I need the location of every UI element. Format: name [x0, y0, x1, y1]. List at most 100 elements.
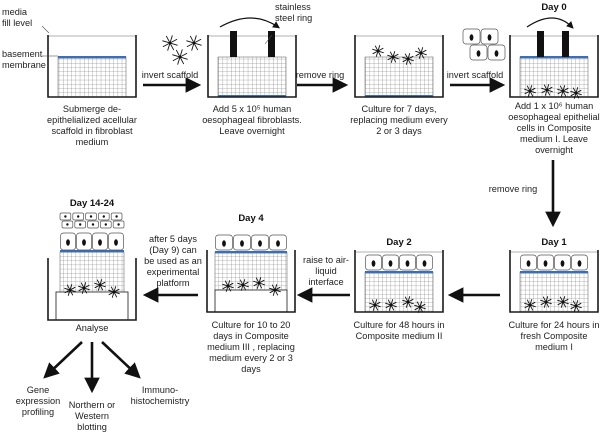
epithelial-cell-icon — [269, 234, 287, 251]
media-fill-level-label-line: fill level — [2, 18, 33, 28]
step-caption-line: medium — [75, 137, 109, 147]
culture-well — [47, 212, 137, 321]
epithelial-cell-icon — [108, 232, 124, 251]
well-walls — [354, 35, 444, 98]
well-walls — [207, 35, 297, 98]
well-walls — [509, 250, 599, 313]
arrow-label: remove ring — [489, 184, 538, 195]
fibroblast-icon — [387, 51, 399, 63]
squamous-cell-icon — [85, 212, 97, 221]
analysis-arrow — [43, 341, 83, 379]
step-caption-line: Leave overnight — [219, 126, 285, 136]
day-label: Day 0 — [541, 2, 567, 13]
fibroblast-icon — [570, 300, 582, 312]
rotate-arrow-icon — [219, 17, 280, 29]
epithelial-cell-icon — [416, 254, 433, 271]
fibroblast-icon — [541, 84, 553, 96]
step-caption-line: Culture for 48 hours in — [353, 320, 445, 330]
step-caption: Analyse — [76, 323, 109, 334]
day-label: Day 2 — [386, 237, 412, 248]
analysis-method-line: histochemistry — [130, 396, 190, 406]
arrow-label-line: platform — [156, 278, 190, 288]
arrow-label: invert scaffold — [447, 70, 504, 81]
support-platform — [214, 289, 288, 313]
arrow-label-line: invert scaffold — [446, 70, 504, 80]
fibroblast-icon — [557, 296, 569, 308]
scaffold-grid — [217, 56, 287, 98]
analysis-method-line: Northern or — [68, 400, 116, 410]
support-platform — [55, 291, 129, 321]
epithelial-cell-icon — [399, 254, 416, 271]
step-caption-line: Culture for 24 hours in — [508, 320, 600, 330]
basement-membrane-label-line: basement — [2, 49, 43, 59]
scaffold-grid — [364, 56, 434, 98]
fibroblast-icon — [414, 301, 426, 313]
fibroblast-icon — [570, 87, 582, 99]
step-caption-line: 2 or 3 days — [376, 126, 422, 136]
step-caption-line: medium I. Leave — [520, 134, 588, 144]
fibroblast-icon — [186, 35, 202, 51]
step-caption-line: Add 1 x 10⁶ human — [514, 101, 594, 111]
fibroblast-icon — [524, 85, 536, 97]
epithelial-cell-icon — [537, 254, 554, 271]
culture-well — [47, 35, 137, 98]
arrow-label-line: liquid — [315, 266, 337, 276]
basement-membrane — [520, 56, 588, 59]
fibroblast-icon — [402, 296, 414, 308]
squamous-cell-icon — [61, 220, 74, 229]
label-pointer — [41, 25, 50, 34]
squamous-cell-icon — [100, 220, 112, 229]
culture-well — [509, 17, 599, 99]
step-caption-line: oesophageal fibroblasts. — [202, 115, 302, 125]
epithelial-cell-icon — [480, 28, 499, 45]
fibroblast-icon — [253, 277, 265, 289]
basement-membrane — [365, 271, 433, 274]
step-caption-line: medium III , replacing — [207, 342, 295, 352]
well-walls — [47, 258, 137, 321]
arrow-label-line: be used as an — [144, 256, 202, 266]
step-caption-line: Culture for 10 to 20 — [211, 320, 291, 330]
step-caption-line: medium every 2 or 3 — [209, 353, 293, 363]
fibroblast-icon — [78, 282, 90, 294]
well-walls — [509, 35, 599, 98]
well-walls — [47, 35, 137, 98]
arrow-label: remove ring — [296, 70, 345, 81]
fibroblast-icon — [385, 299, 397, 311]
epithelial-cell-icon — [76, 232, 92, 251]
analysis-method-line: Gene — [26, 385, 50, 395]
epithelial-cell-icon — [92, 232, 108, 251]
epithelial-cell-icon — [520, 254, 537, 271]
squamous-cell-icon — [72, 212, 84, 221]
step-caption-line: cells in Composite — [516, 123, 592, 133]
culture-well — [354, 35, 444, 98]
label-pointer — [264, 34, 273, 45]
culture-well — [509, 250, 599, 313]
steel-ring-label-line: steel ring — [275, 13, 313, 23]
day-label: Day 4 — [238, 213, 264, 224]
day-label: Day 14-24 — [69, 198, 115, 209]
epithelial-cell-icon — [233, 234, 251, 251]
squamous-cell-icon — [98, 212, 110, 221]
epithelial-cell-icon — [462, 28, 481, 45]
analysis-method-line: blotting — [77, 422, 107, 432]
fibroblast-icon — [172, 49, 188, 65]
squamous-cell-icon — [59, 212, 72, 221]
basement-membrane-label-line: membrane — [2, 60, 46, 70]
basement-membrane — [60, 250, 124, 253]
basement-membrane — [58, 56, 126, 59]
squamous-cell-icon — [110, 212, 123, 221]
step-caption-line: Analyse — [75, 323, 109, 333]
fibroblast-icon — [369, 299, 381, 311]
epithelial-cell-icon — [365, 254, 382, 271]
day-label: Day 1 — [541, 237, 567, 248]
well-walls — [206, 250, 296, 313]
step-caption-line: Composite medium II — [355, 331, 443, 341]
step-caption-line: epithelialized acellular — [47, 115, 137, 125]
epithelial-cell-icon — [215, 234, 233, 251]
